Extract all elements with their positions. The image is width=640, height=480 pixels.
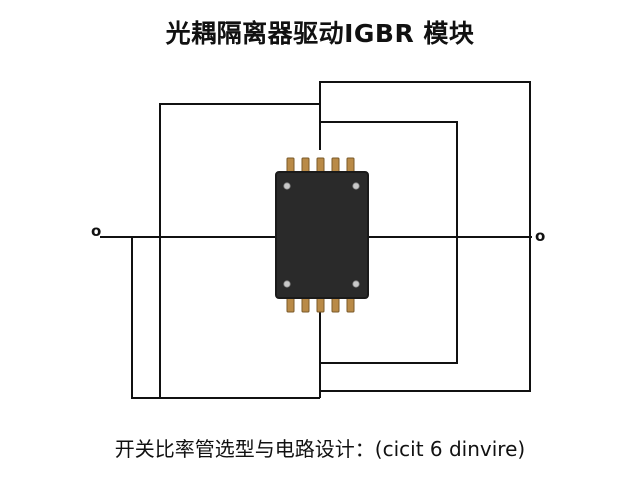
terminal-right-label: o bbox=[535, 227, 546, 245]
chip-screws bbox=[283, 182, 360, 288]
terminal-left-label: o bbox=[91, 222, 102, 240]
chip-pins-top bbox=[286, 157, 355, 175]
chip-body bbox=[275, 171, 369, 299]
wires bbox=[100, 81, 532, 399]
diagram-title: 光耦隔离器驱动IGBR 模块 bbox=[165, 19, 475, 48]
diagram-caption: 开关比率管选型与电路设计：(cicit 6 dinvire) bbox=[114, 437, 526, 461]
optocoupler-chip bbox=[275, 157, 369, 313]
wire-lower-left-loop bbox=[131, 237, 160, 399]
